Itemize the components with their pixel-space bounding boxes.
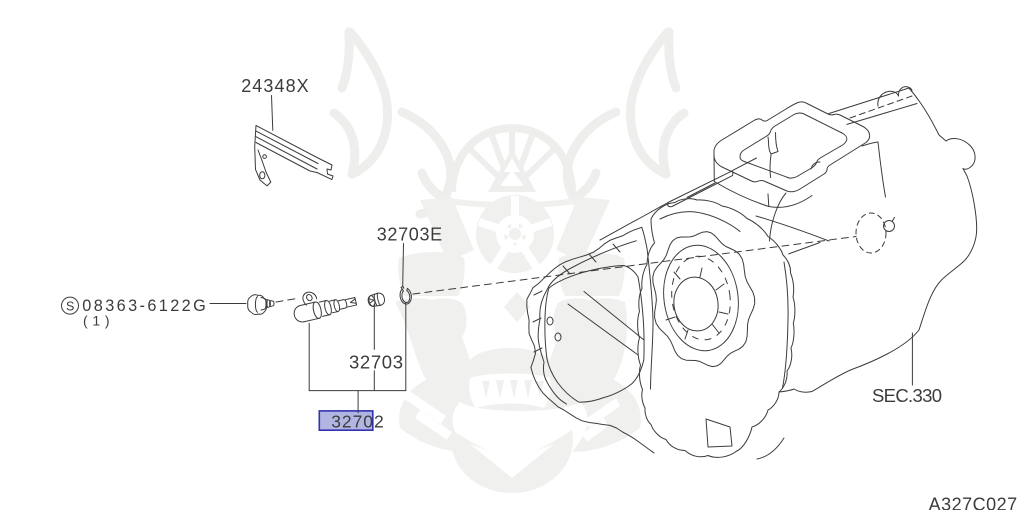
svg-text:SEC.330: SEC.330 (872, 385, 942, 406)
svg-text:S: S (66, 299, 74, 313)
svg-text:24348X: 24348X (241, 76, 309, 96)
svg-text:(1): (1) (83, 312, 110, 328)
svg-text:A327C027: A327C027 (929, 495, 1018, 510)
svg-text:32702: 32702 (331, 412, 384, 432)
svg-text:32703: 32703 (349, 351, 403, 372)
svg-text:32703E: 32703E (377, 225, 443, 245)
svg-text:08363-6122G: 08363-6122G (82, 297, 206, 315)
